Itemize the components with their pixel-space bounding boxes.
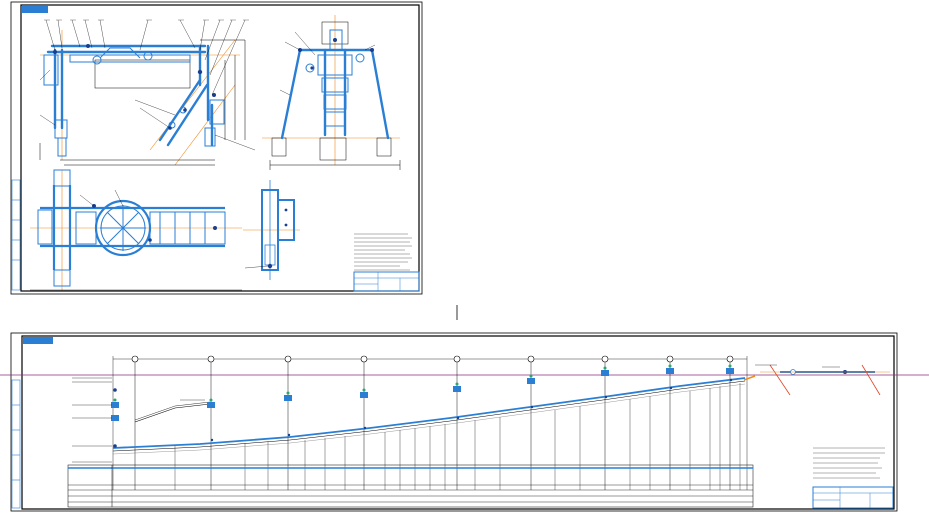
sheet-1 — [10, 1, 423, 295]
end-detail — [743, 364, 890, 396]
sheet-1-corner-stamp — [22, 6, 48, 13]
sheet-1-binding-strip — [11, 179, 21, 291]
view-side-elevation — [39, 19, 256, 166]
view-end-elevation — [262, 15, 401, 170]
sheet-2-corner-stamp — [23, 337, 53, 344]
sheet-2-outer-frame — [10, 332, 898, 512]
sheet-1-inner-frame — [20, 4, 420, 292]
profile-lines — [112, 377, 746, 455]
left-callouts — [72, 377, 205, 463]
profile-ordinates — [174, 383, 741, 490]
view-section — [243, 180, 300, 280]
sheet-2-spec — [813, 447, 885, 479]
profile-data-table — [67, 464, 754, 508]
sheet-2-binding-strip — [11, 379, 21, 509]
sheet-2 — [0, 332, 929, 512]
sheet-1-title-block — [353, 271, 420, 292]
sheet-1-notes — [354, 233, 412, 271]
sheet-2-title-block — [812, 486, 894, 509]
sheet-2-inner-frame — [21, 335, 895, 510]
support-symbols — [111, 364, 734, 448]
view-plan — [30, 169, 242, 291]
